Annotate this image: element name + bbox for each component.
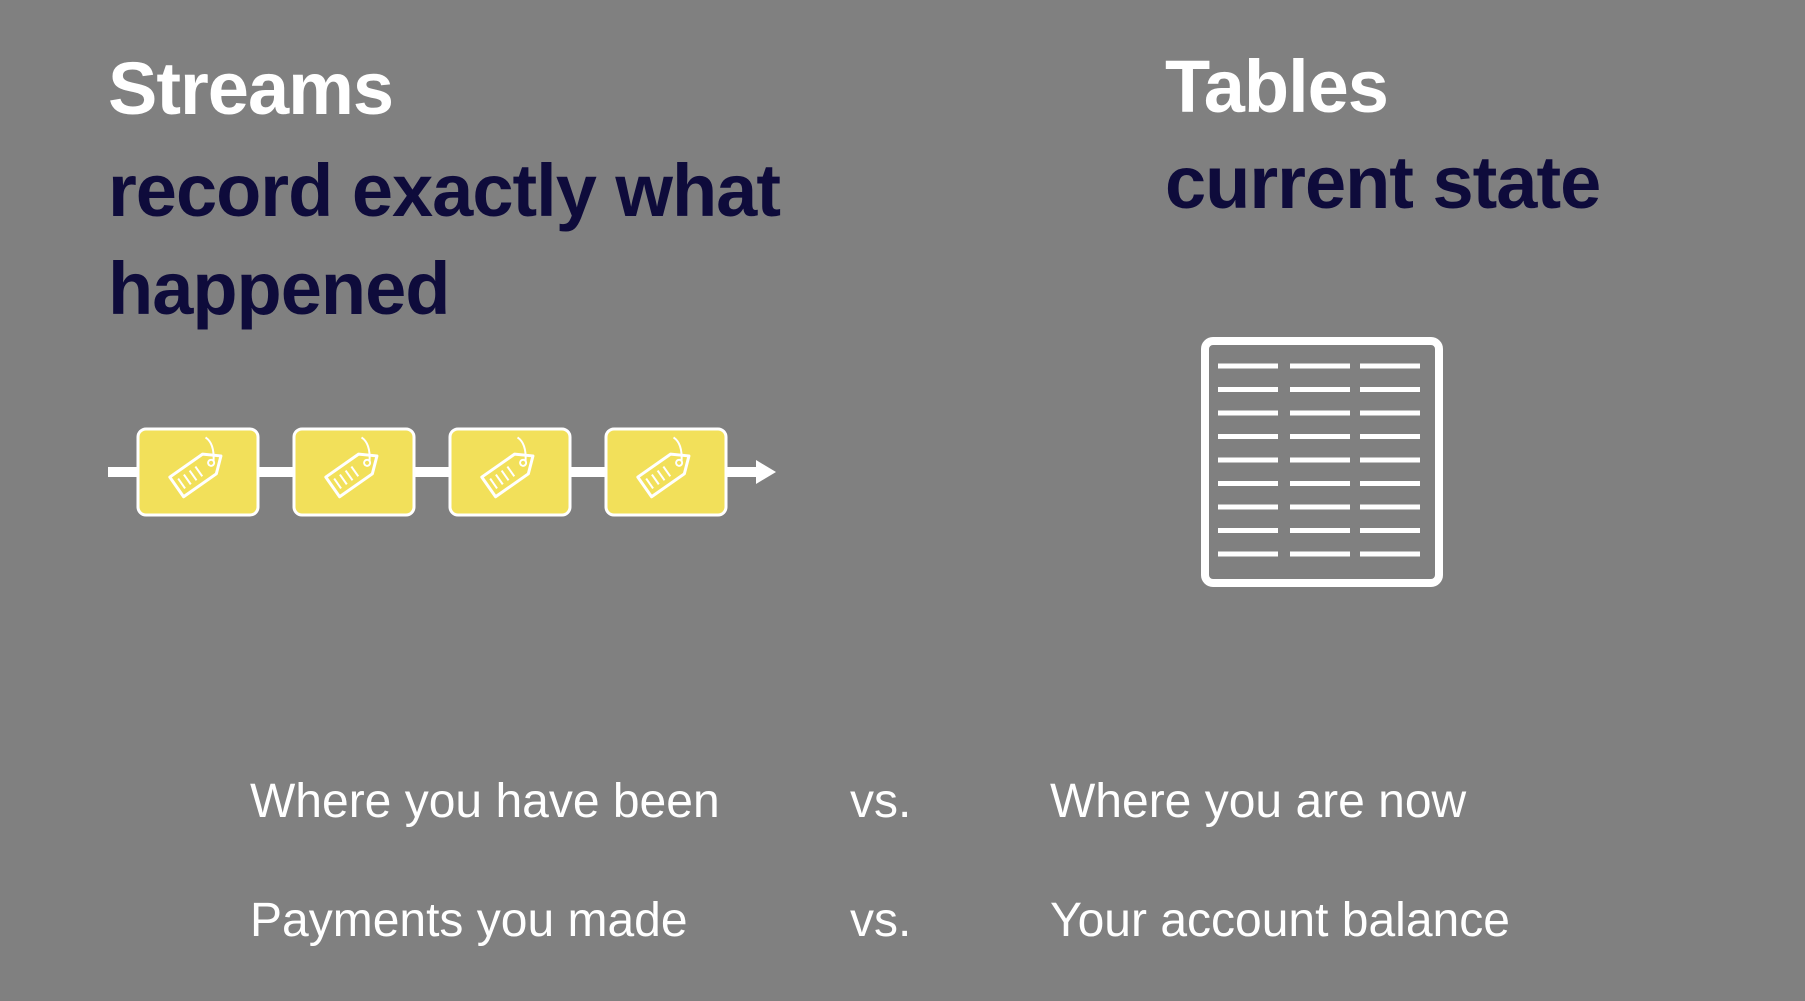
tables-title: Tables	[1165, 45, 1389, 128]
stream-example: Payments you made	[250, 894, 688, 947]
tag-icon	[480, 436, 535, 499]
stream-example: Where you have been	[250, 775, 720, 828]
stream-event	[136, 427, 260, 517]
streams-title: Streams	[108, 47, 394, 130]
streams-subtitle: record exactly what happened	[108, 149, 781, 330]
comparison-row: Payments you made vs. Your account balan…	[250, 897, 1650, 957]
table-example: Your account balance	[1050, 894, 1510, 947]
stream-event	[448, 427, 572, 517]
comparison-row: Where you have been vs. Where you are no…	[250, 778, 1650, 838]
tag-icon	[636, 436, 691, 499]
table-frame	[1201, 337, 1443, 587]
vs-label: vs.	[850, 775, 912, 828]
tables-subtitle: current state	[1165, 141, 1601, 224]
tag-icon	[324, 436, 379, 499]
stream-event	[604, 427, 728, 517]
table-example: Where you are now	[1050, 775, 1467, 828]
vs-label: vs.	[850, 894, 912, 947]
stream-arrowhead-icon	[756, 460, 776, 484]
stream-event	[292, 427, 416, 517]
table-icon	[1201, 337, 1443, 587]
stream-diagram	[108, 427, 776, 517]
tag-icon	[168, 436, 223, 499]
